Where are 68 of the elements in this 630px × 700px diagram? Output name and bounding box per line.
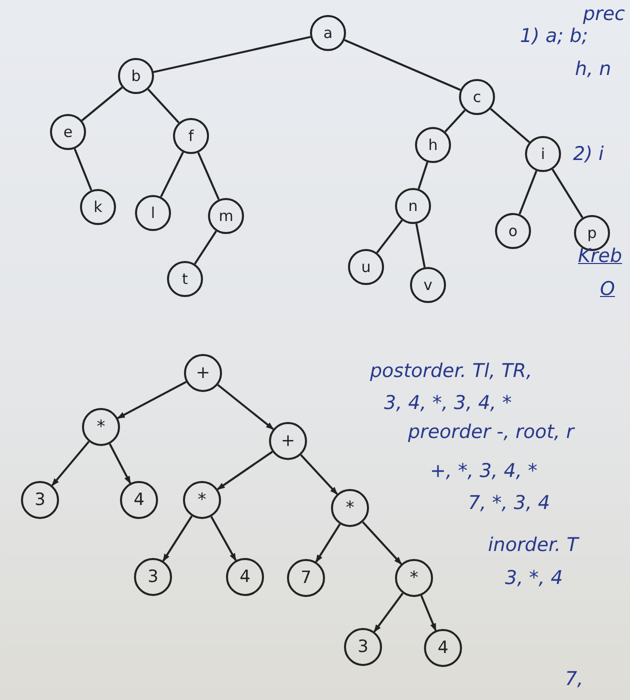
arrow — [374, 592, 404, 633]
handwritten-note: postorder. Tl, TR, — [370, 360, 532, 382]
tree-node: 4 — [226, 558, 264, 596]
handwritten-note: 7, *, 3, 4 — [468, 492, 550, 514]
tree-edge — [444, 110, 466, 132]
tree-node: o — [495, 213, 531, 249]
tree-node: + — [184, 354, 222, 392]
tree-edge — [552, 168, 584, 218]
tree-node: a — [310, 15, 346, 51]
handwritten-note: prec — [583, 3, 626, 25]
tree-node: * — [183, 481, 221, 519]
handwritten-note: inorder. T — [488, 534, 578, 556]
arrow — [315, 524, 341, 563]
tree-node: 3 — [134, 558, 172, 596]
tree-node: * — [395, 559, 433, 597]
tree-edge — [194, 230, 218, 264]
tree-node: e — [50, 114, 86, 150]
arrow — [51, 440, 90, 486]
tree-edge — [197, 152, 220, 200]
tree-edge — [376, 220, 403, 254]
arrow — [162, 516, 193, 562]
handwritten-note: 2) i — [573, 143, 604, 165]
tree-node: f — [173, 118, 209, 154]
tree-edge — [81, 86, 123, 122]
tree-edge — [518, 170, 538, 215]
arrow — [300, 454, 338, 495]
tree-edge — [344, 39, 461, 91]
tree-edge — [418, 162, 428, 190]
tree-node: l — [135, 195, 171, 231]
arrow — [108, 443, 132, 484]
handwritten-note: 1) a; b; — [520, 25, 588, 47]
tree-node: m — [208, 198, 244, 234]
handwritten-note: 3, *, 4 — [505, 567, 563, 589]
tree-edge — [74, 148, 92, 191]
tree-edge — [153, 36, 311, 74]
tree-node: k — [80, 189, 116, 225]
tree-edge — [490, 108, 530, 143]
tree-node: 7 — [287, 559, 325, 597]
handwritten-note: preorder -, root, r — [408, 421, 574, 443]
tree-node: b — [118, 58, 154, 94]
tree-node: 4 — [424, 629, 462, 667]
tree-node: h — [415, 127, 451, 163]
tree-edge — [415, 224, 426, 268]
tree-node: c — [459, 79, 495, 115]
handwritten-note: +, *, 3, 4, * — [430, 460, 538, 482]
tree-edge — [160, 152, 184, 198]
tree-node: + — [269, 422, 307, 460]
tree-node: t — [167, 261, 203, 297]
tree-edge — [147, 88, 180, 124]
tree-node: 4 — [120, 481, 158, 519]
tree-node: * — [82, 408, 120, 446]
handwritten-note: O — [600, 278, 615, 300]
tree-node: u — [348, 249, 384, 285]
arrow — [217, 384, 274, 430]
handwritten-note: 7, — [565, 668, 584, 690]
handwritten-note: h, n — [575, 58, 612, 80]
handwritten-note: 3, 4, *, 3, 4, * — [384, 392, 512, 414]
tree-node: 3 — [21, 481, 59, 519]
tree-node: 3 — [344, 628, 382, 666]
arrow — [210, 516, 237, 562]
arrow — [116, 381, 187, 419]
tree-node: v — [410, 267, 446, 303]
tree-node: i — [525, 136, 561, 172]
tree-node: * — [331, 489, 369, 527]
arrow — [420, 595, 437, 632]
arrow — [362, 521, 402, 565]
arrow — [216, 450, 273, 490]
tree-node: n — [395, 188, 431, 224]
